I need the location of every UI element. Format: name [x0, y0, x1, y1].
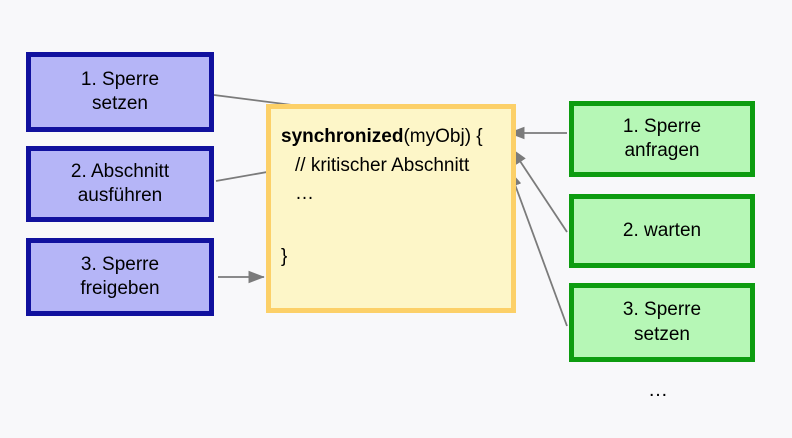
code-signature-rest: (myObj) { — [403, 126, 483, 147]
code-panel: synchronized(myObj) { // kritischer Absc… — [266, 104, 516, 313]
step-box-section-execute[interactable]: 2. Abschnitt ausführen — [26, 146, 214, 222]
jvm-box-line2: anfragen — [624, 140, 700, 161]
step-box-line1: 1. Sperre — [80, 68, 160, 90]
jvm-box-line1: 1. Sperre — [622, 115, 702, 137]
code-line-signature: synchronized(myObj) { — [281, 123, 511, 152]
code-line-ellipsis: … — [295, 183, 314, 204]
code-line-comment: // kritischer Abschnitt — [295, 154, 470, 176]
jvm-box-lock-request[interactable]: 1. Sperre anfragen — [569, 101, 755, 177]
jvm-box-wait[interactable]: 2. warten — [569, 194, 755, 268]
step-box-line2: ausführen — [77, 185, 163, 206]
jvm-box-line1: 3. Sperre — [622, 299, 702, 321]
jvm-box-lock-set[interactable]: 3. Sperre setzen — [569, 283, 755, 362]
step-box-line1: 2. Abschnitt — [70, 160, 170, 182]
code-line-blank — [281, 209, 511, 243]
jvm-box-line1: 2. warten — [622, 219, 702, 241]
step-box-line1: 3. Sperre — [80, 253, 160, 275]
code-keyword-synchronized: synchronized — [281, 126, 404, 147]
code-line-closing-brace: } — [281, 245, 288, 267]
step-box-line2: freigeben — [80, 278, 160, 299]
connector-green2-to-header — [511, 148, 568, 233]
jvm-box-line2: setzen — [634, 323, 690, 345]
connector-green3-to-header — [509, 170, 568, 327]
step-box-lock-release[interactable]: 3. Sperre freigeben — [26, 238, 214, 316]
right-column-ellipsis: … — [648, 379, 670, 401]
step-box-line2: setzen — [92, 93, 148, 114]
step-box-lock-acquire[interactable]: 1. Sperre setzen — [26, 52, 214, 132]
